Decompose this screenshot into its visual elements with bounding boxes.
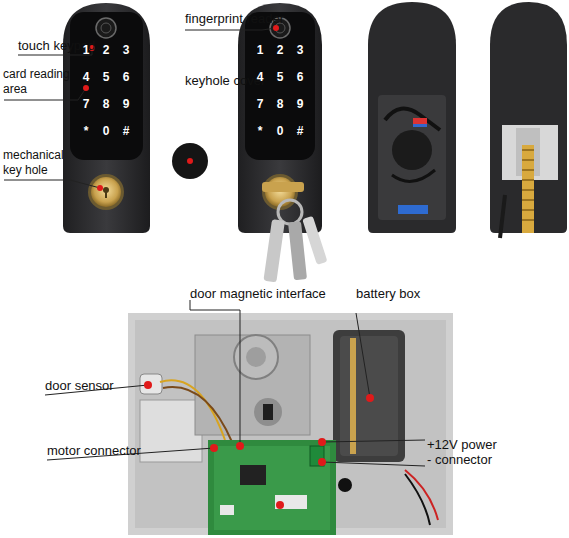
- keypad-digit: *: [76, 124, 96, 138]
- callout-label: motor connector: [47, 443, 167, 458]
- lock-front: [63, 3, 150, 233]
- keypad-digit: 5: [96, 70, 116, 84]
- lock-box: [128, 313, 453, 535]
- lock-front-keys: [238, 3, 327, 282]
- keypad-digit: 3: [290, 43, 310, 57]
- keypad-digit: 1: [76, 43, 96, 57]
- leader-lines: [4, 28, 425, 466]
- lock-back: [490, 2, 567, 238]
- keypad-digit: 4: [250, 70, 270, 84]
- callout-label: battery box: [356, 286, 456, 301]
- callout-label: +12V power - connector: [427, 437, 501, 467]
- keypad-digit: 6: [290, 70, 310, 84]
- callout-label: mechanical key hole: [3, 148, 73, 178]
- keypad-digit: 2: [270, 43, 290, 57]
- keypad-digit: 9: [290, 97, 310, 111]
- keypad-digit: 0: [96, 124, 116, 138]
- keypad-digit: 2: [96, 43, 116, 57]
- keypad-digit: 4: [76, 70, 96, 84]
- keypad-digit: #: [290, 124, 310, 138]
- callout-label: door magnetic interface: [190, 286, 360, 301]
- keypad-digit: 1: [250, 43, 270, 57]
- keypad-digit: 5: [270, 70, 290, 84]
- keypad-digit: 8: [270, 97, 290, 111]
- callout-label: touch keypad: [18, 38, 128, 53]
- keyhole-cover: [172, 143, 208, 179]
- keypad-digit: 6: [116, 70, 136, 84]
- callout-label: card reading area: [3, 67, 71, 97]
- keypad-digit: 8: [96, 97, 116, 111]
- callout-label: fingerprint reader: [185, 11, 325, 26]
- keypad-digit: #: [116, 124, 136, 138]
- keypad-digit: 9: [116, 97, 136, 111]
- keypad-digit: 7: [76, 97, 96, 111]
- lock-back-open: [368, 2, 456, 233]
- keypad-digit: *: [250, 124, 270, 138]
- keypad-digit: 0: [270, 124, 290, 138]
- keypad-digit: 7: [250, 97, 270, 111]
- marker-dots: [83, 25, 374, 509]
- keypad-digit: 3: [116, 43, 136, 57]
- callout-label: door sensor: [45, 378, 145, 393]
